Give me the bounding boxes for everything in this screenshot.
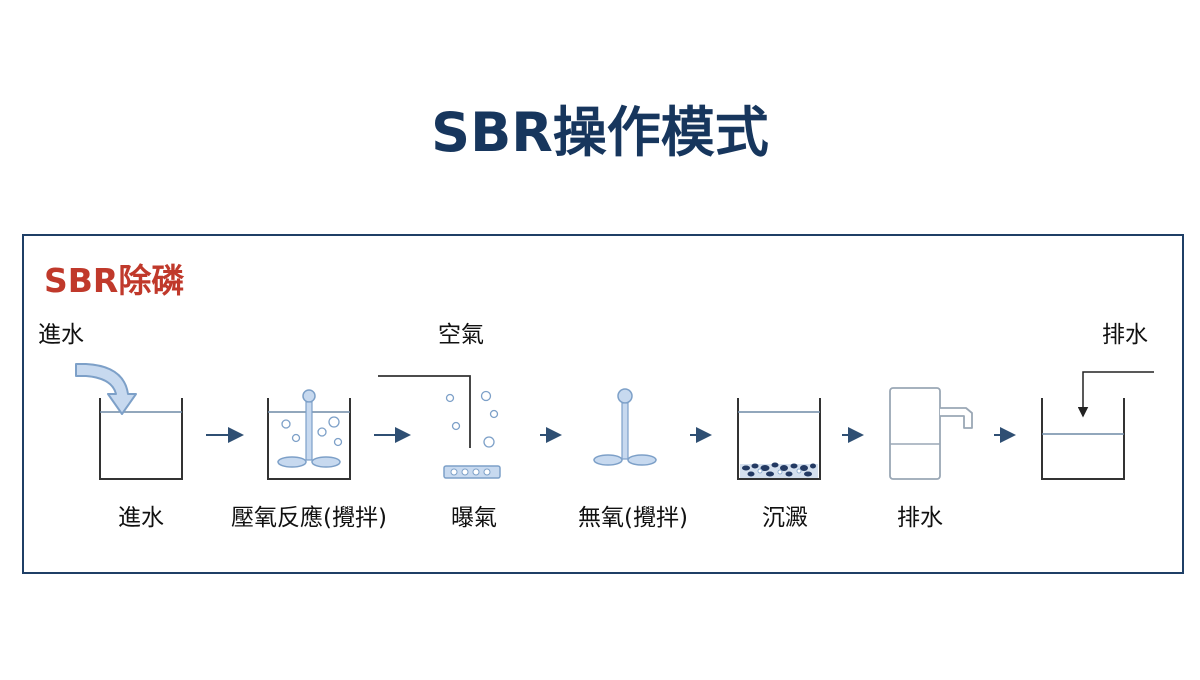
stage-decant-tank (889, 387, 973, 480)
stage-anoxic-stirrer (593, 388, 657, 466)
panel-subtitle: SBR除磷 (44, 261, 185, 300)
stage-anaerobic-tank (267, 389, 351, 480)
discharge-top-label: 排水 (1102, 322, 1148, 348)
air-supply-pipe (378, 375, 471, 448)
step-label-3: 曝氣 (451, 505, 497, 531)
step-label-6: 排水 (897, 505, 943, 531)
page-title: SBR操作模式 (431, 101, 769, 164)
air-bubbles-icon (281, 416, 343, 447)
inflow-arrow-icon (75, 363, 137, 415)
step-label-1: 進水 (118, 505, 164, 531)
step-label-4: 無氧(攪拌) (578, 505, 688, 531)
decant-outlet-icon (940, 407, 973, 429)
stirrer-icon (277, 389, 341, 468)
discharge-pipe (1077, 371, 1154, 418)
aerator-diffuser-icon (443, 465, 501, 479)
sludge-layer-icon (740, 462, 818, 478)
sbr-process-diagram: 進水 空氣 排水 (38, 322, 1154, 531)
aeration-bubbles-icon (445, 390, 499, 448)
stirrer-icon (593, 388, 657, 466)
stage-aeration-tank (378, 375, 501, 479)
stage-inflow-tank (75, 363, 183, 480)
air-top-label: 空氣 (438, 322, 484, 348)
step-label-5: 沉澱 (762, 505, 808, 531)
step-label-2: 壓氧反應(攪拌) (231, 505, 387, 531)
stage-final-tank (1041, 371, 1154, 480)
stage-settling-tank (737, 398, 821, 480)
sbr-diagram-panel: SBR除磷 進水 空氣 排水 (22, 234, 1184, 574)
inflow-top-label: 進水 (38, 322, 84, 348)
